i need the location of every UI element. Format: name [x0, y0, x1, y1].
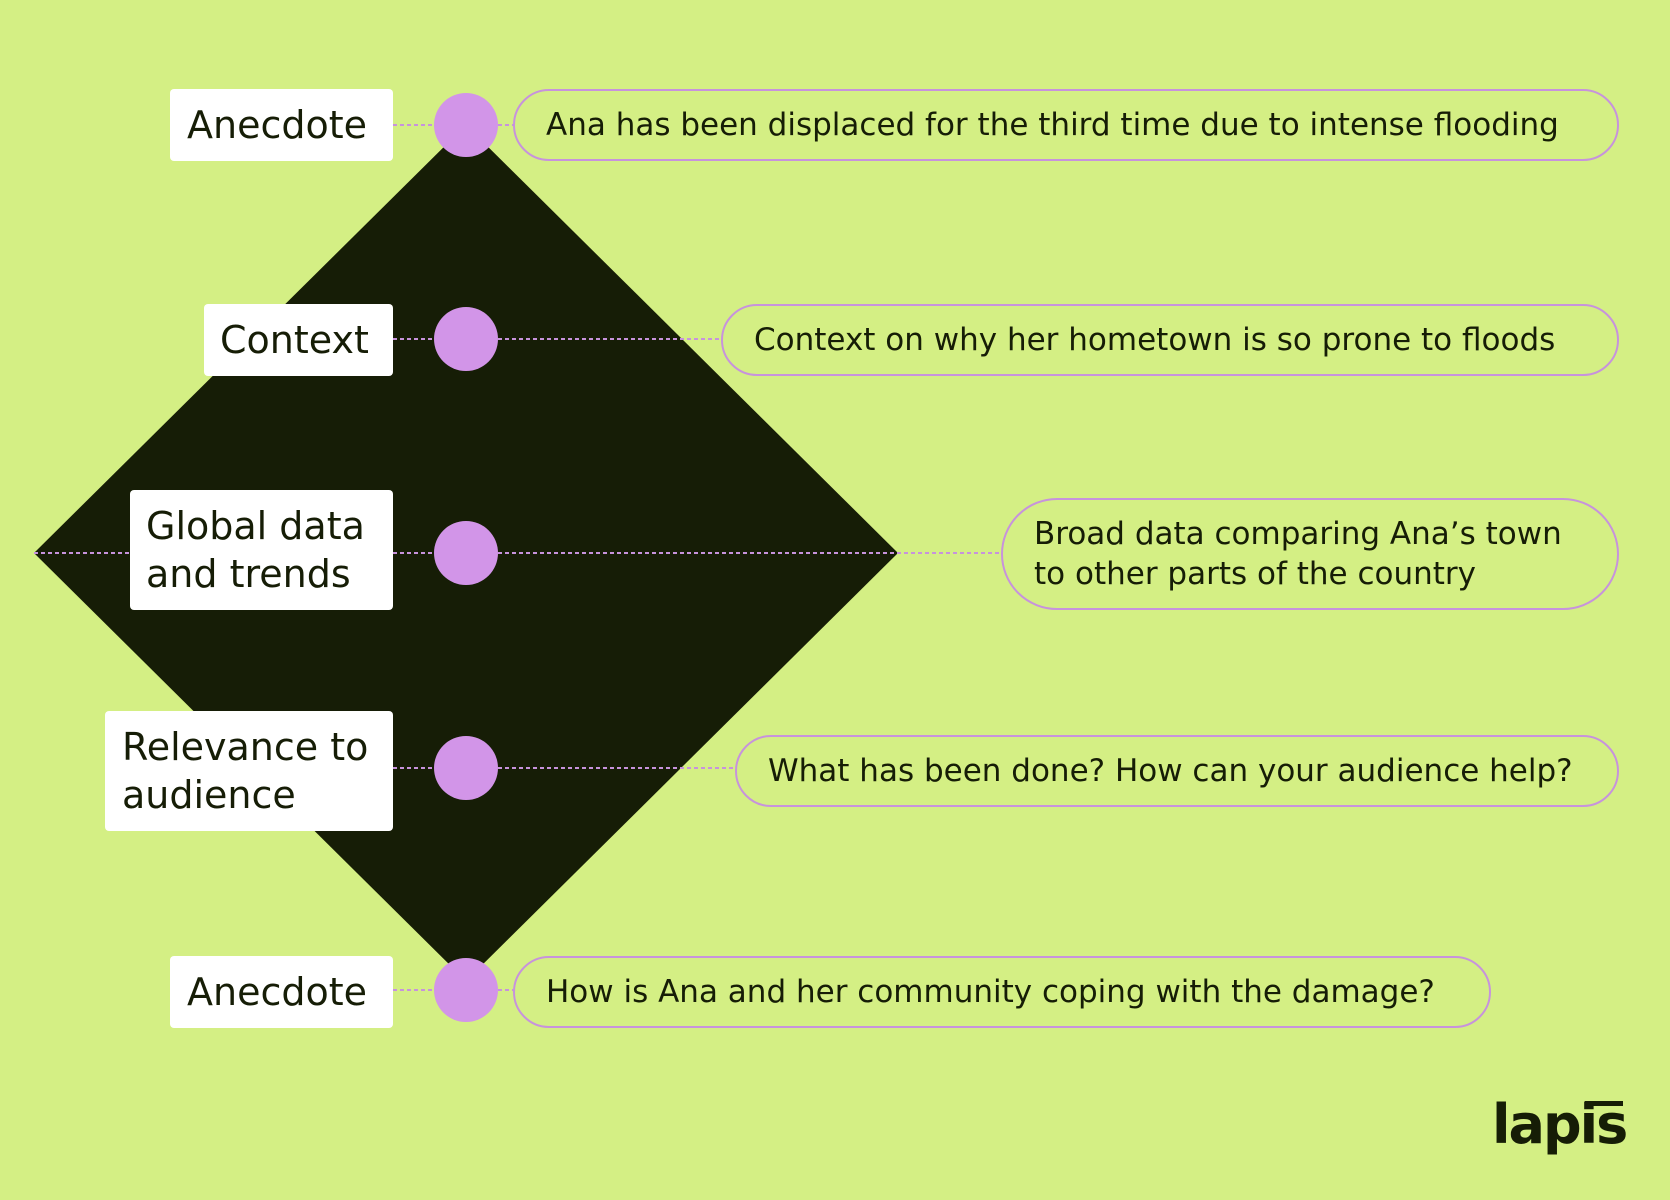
stage-description-2: Context on why her hometown is so prone …	[721, 304, 1619, 376]
stage-description-text: What has been done? How can your audienc…	[768, 753, 1573, 789]
stage-label-4: Relevance to audience	[105, 711, 393, 831]
stage-label-text: Anecdote	[187, 103, 367, 147]
stage-label-3: Global data and trends	[130, 490, 393, 610]
stage-node	[434, 307, 498, 371]
stage-description-5: How is Ana and her community coping with…	[513, 956, 1491, 1028]
stage-label-text: Anecdote	[187, 970, 367, 1014]
stage-node	[434, 521, 498, 585]
lapis-logo: lapis	[1492, 1095, 1628, 1155]
stage-label-5: Anecdote	[170, 956, 393, 1028]
stage-node	[434, 958, 498, 1022]
stage-description-4: What has been done? How can your audienc…	[735, 735, 1619, 807]
stage-description-1: Ana has been displaced for the third tim…	[513, 89, 1619, 161]
stage-node	[434, 93, 498, 157]
stage-label-2: Context	[204, 304, 393, 376]
logo-bar	[1585, 1101, 1623, 1106]
stage-description-text: Ana has been displaced for the third tim…	[546, 107, 1559, 143]
stage-description-text: Broad data comparing Ana’s town to other…	[1034, 516, 1562, 592]
stage-node	[434, 736, 498, 800]
stage-description-text: How is Ana and her community coping with…	[546, 974, 1435, 1010]
stage-description-3: Broad data comparing Ana’s town to other…	[1001, 498, 1619, 610]
stage-label-text: Global data and trends	[146, 504, 365, 596]
stage-description-text: Context on why her hometown is so prone …	[754, 322, 1556, 358]
stage-label-text: Context	[220, 318, 369, 362]
stage-label-1: Anecdote	[170, 89, 393, 161]
stage-label-text: Relevance to audience	[122, 725, 369, 817]
